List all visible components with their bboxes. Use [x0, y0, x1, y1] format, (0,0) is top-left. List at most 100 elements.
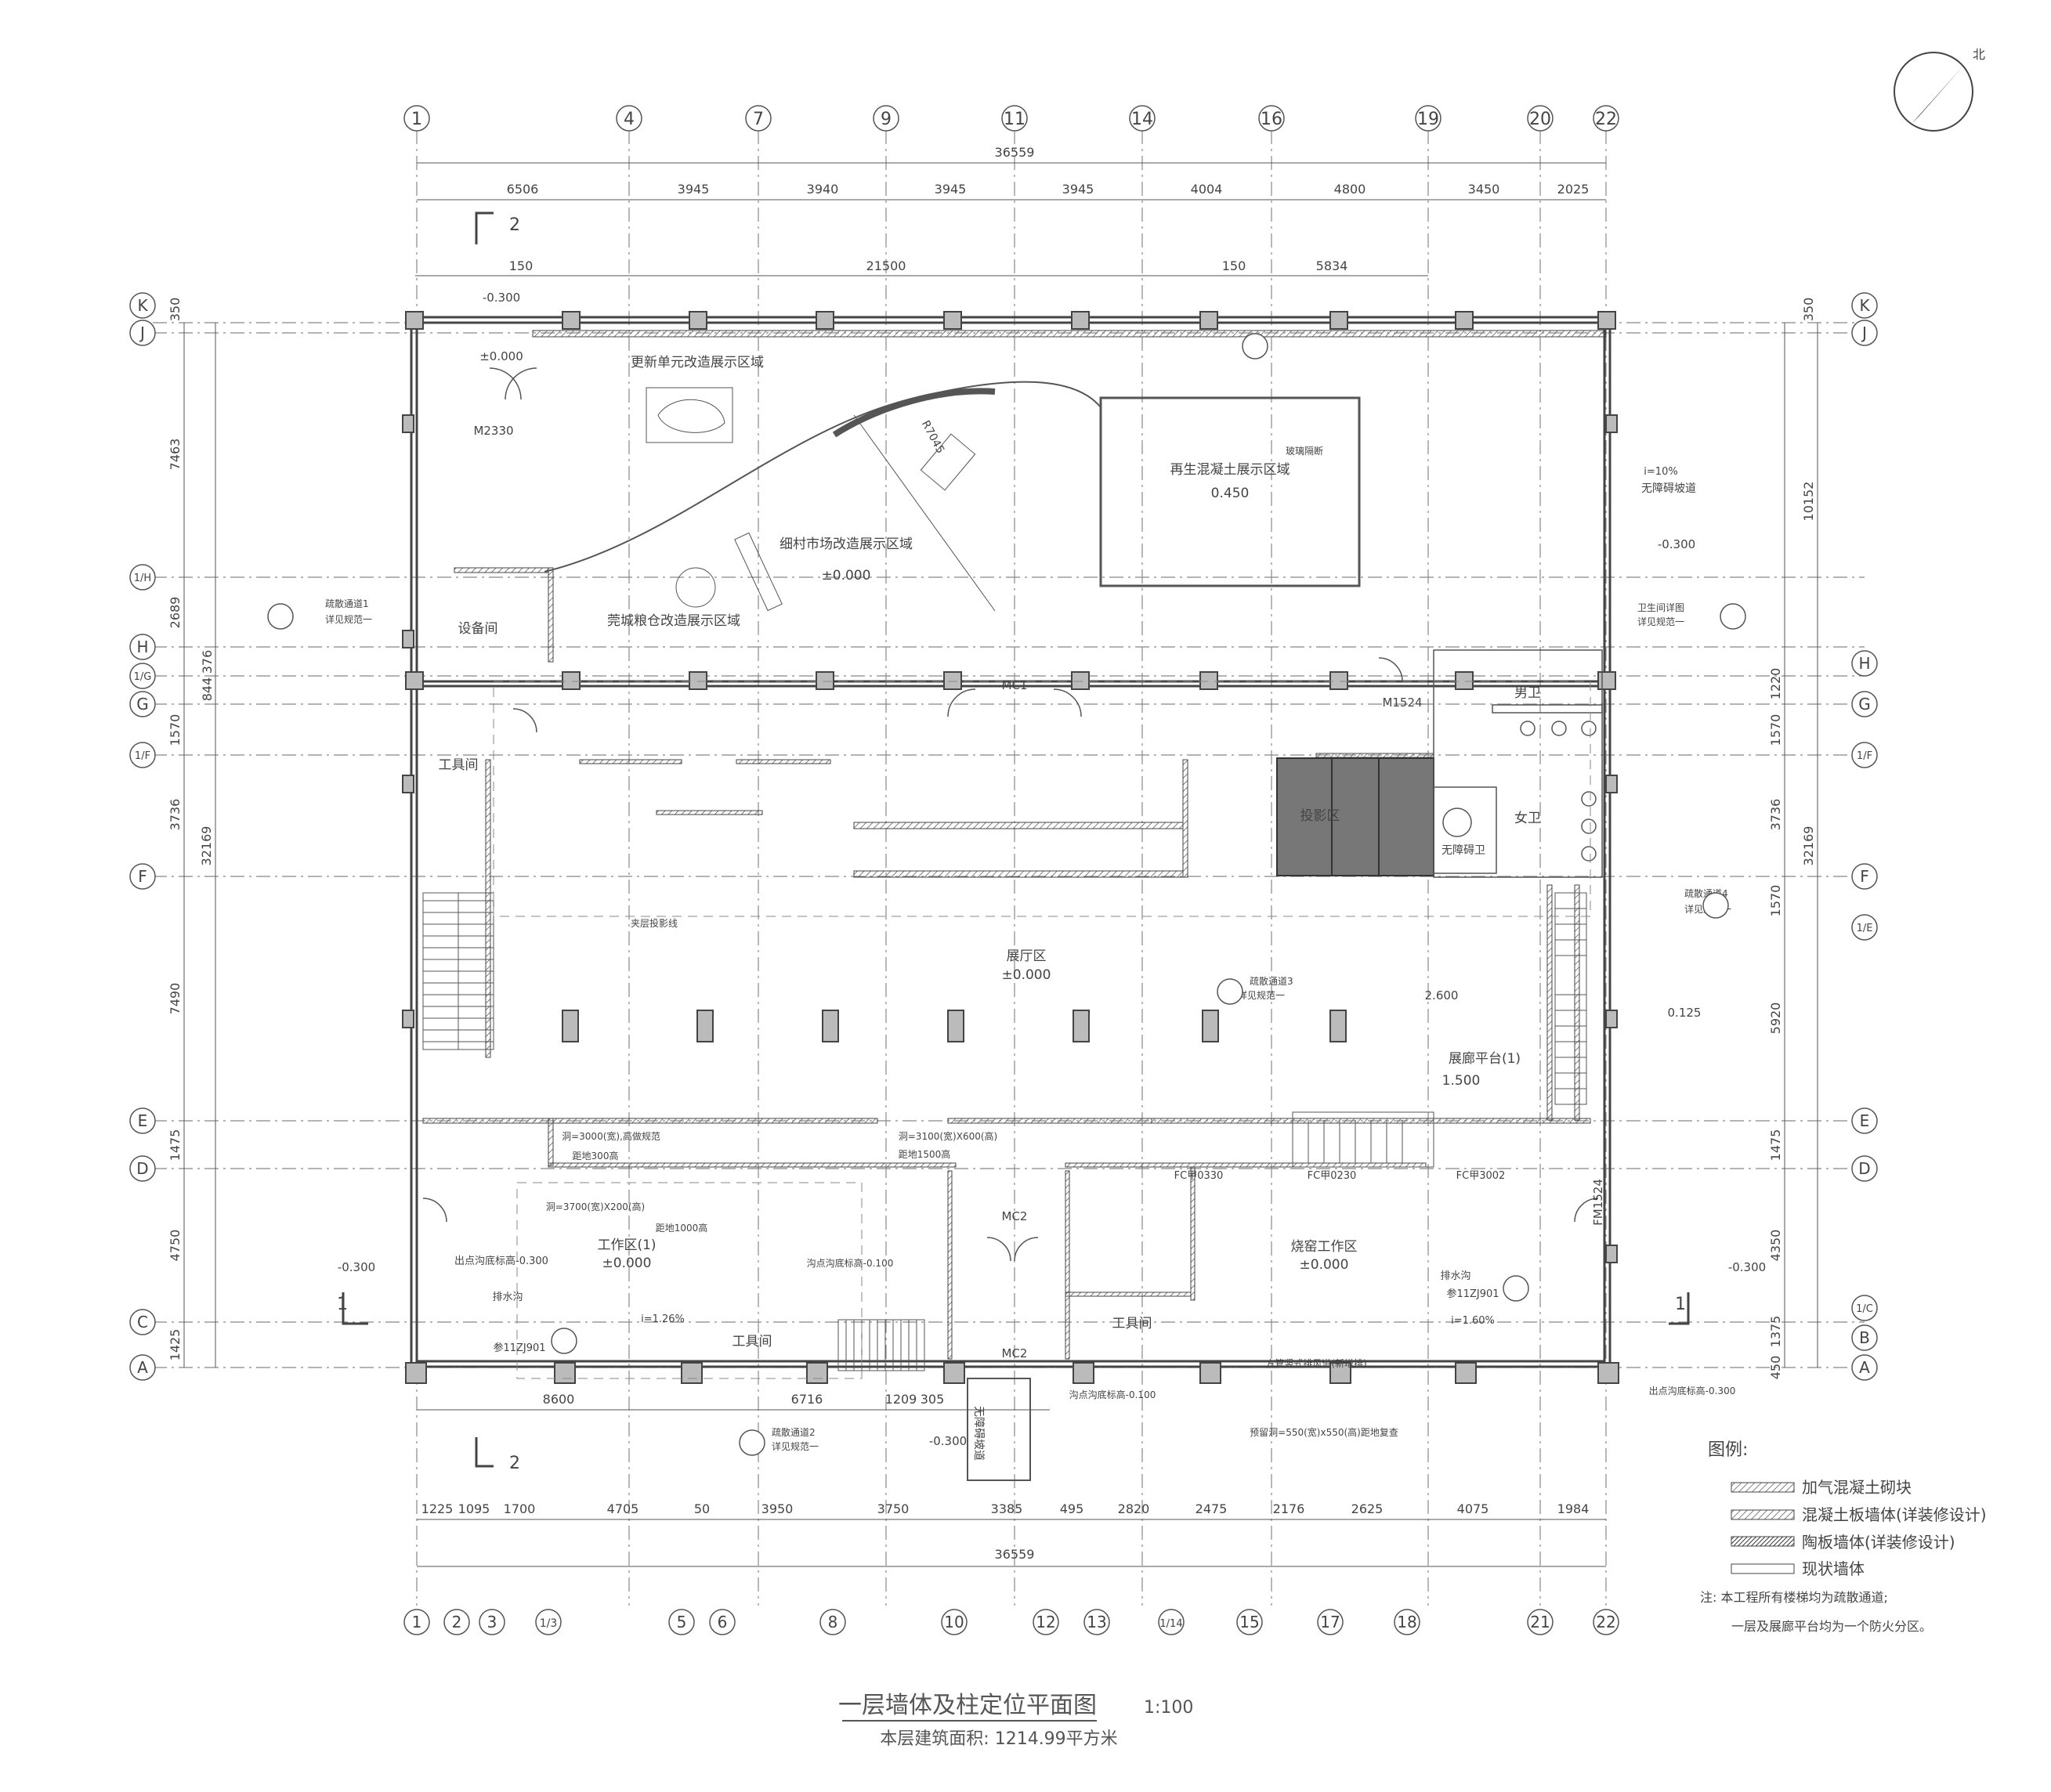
- grid-bubble: 13: [1083, 1609, 1110, 1635]
- elevation-mark: -0.300: [483, 291, 520, 305]
- svg-text:图例:: 图例:: [1708, 1440, 1748, 1460]
- svg-text:7: 7: [753, 110, 764, 129]
- svg-text:D: D: [1858, 1159, 1870, 1178]
- callout-text: 疏散通道3: [1250, 975, 1293, 987]
- elevation-mark: ±0.000: [479, 349, 523, 363]
- svg-text:1/F: 1/F: [135, 750, 150, 762]
- svg-text:50: 50: [694, 1501, 710, 1516]
- section-mark: 2: [509, 215, 520, 235]
- svg-text:A: A: [137, 1358, 148, 1377]
- svg-text:2176: 2176: [1273, 1501, 1305, 1516]
- svg-text:3945: 3945: [1062, 182, 1094, 197]
- room-label: 男卫: [1514, 685, 1541, 701]
- svg-text:3736: 3736: [1768, 799, 1783, 831]
- callout-text: 详见规范一: [772, 1440, 819, 1452]
- room-label: 更新单元改造展示区域: [631, 355, 764, 370]
- svg-text:J: J: [1861, 323, 1867, 342]
- toilet-block: [1433, 649, 1603, 878]
- svg-text:3945: 3945: [935, 182, 967, 197]
- detail-ref: 参11ZJ901: [493, 1342, 545, 1354]
- projection-area: [1276, 757, 1434, 876]
- svg-text:1220: 1220: [1768, 668, 1783, 700]
- svg-text:C: C: [137, 1313, 148, 1331]
- svg-text:5: 5: [677, 1613, 687, 1631]
- svg-text:1/3: 1/3: [540, 1617, 558, 1630]
- svg-text:376: 376: [200, 650, 215, 674]
- svg-text:150: 150: [509, 258, 534, 273]
- svg-text:6716: 6716: [791, 1392, 823, 1407]
- room-elevation: 1.500: [1442, 1073, 1481, 1089]
- svg-text:1375: 1375: [1768, 1316, 1783, 1348]
- room-elevation: ±0.000: [1300, 1257, 1349, 1273]
- svg-text:3950: 3950: [761, 1501, 794, 1516]
- svg-text:1: 1: [411, 110, 422, 129]
- svg-text:2: 2: [452, 1613, 462, 1631]
- svg-text:150: 150: [1222, 258, 1246, 273]
- grid-bubble: 1/14: [1158, 1609, 1185, 1635]
- level-note: 沟点沟底标高-0.100: [807, 1257, 894, 1269]
- hole-note: 预留洞=550(宽)x550(高)距地复查: [1250, 1426, 1398, 1438]
- grid-bubble: 21: [1527, 1609, 1554, 1635]
- room-label: 工具间: [439, 757, 479, 773]
- svg-text:1570: 1570: [1768, 714, 1783, 746]
- svg-text:14: 14: [1131, 110, 1153, 129]
- grid-bubble: 1/C: [1851, 1295, 1878, 1321]
- svg-text:12: 12: [1036, 1613, 1055, 1631]
- svg-text:注: 本工程所有楼梯均为疏散通道;: 注: 本工程所有楼梯均为疏散通道;: [1700, 1590, 1888, 1605]
- svg-text:305: 305: [921, 1392, 945, 1407]
- door-tag: MC2: [1002, 1346, 1028, 1360]
- svg-text:350: 350: [168, 298, 183, 322]
- svg-text:2475: 2475: [1196, 1501, 1228, 1516]
- svg-text:3750: 3750: [877, 1501, 910, 1516]
- floor-area: 本层建筑面积: 1214.99平方米: [880, 1729, 1117, 1749]
- svg-text:1: 1: [412, 1613, 422, 1631]
- svg-text:4800: 4800: [1334, 182, 1366, 197]
- grid-bubble: 22: [1593, 1609, 1619, 1635]
- dimension-text: 36559 6506 3945 3940 3945 3945 4004 4800…: [168, 145, 1816, 1562]
- grid-bubble: D: [129, 1155, 156, 1182]
- room-label: 展廊平台(1): [1449, 1051, 1521, 1067]
- grid-bubble: 7: [745, 105, 772, 132]
- grid-bubble: 17: [1317, 1609, 1344, 1635]
- elevation-mark: -0.300: [338, 1260, 375, 1274]
- grid-bubble: 1: [403, 1609, 430, 1635]
- window-tag: FC甲0230: [1308, 1170, 1357, 1182]
- svg-text:4004: 4004: [1191, 182, 1223, 197]
- grid-bubble: 18: [1394, 1609, 1420, 1635]
- svg-text:10152: 10152: [1801, 482, 1816, 522]
- grid-bubble: 1/F: [129, 742, 156, 768]
- door-tag: M2330: [473, 424, 513, 438]
- svg-text:F: F: [138, 867, 147, 886]
- grid-bubble: 15: [1236, 1609, 1263, 1635]
- curved-wall: [544, 381, 1101, 573]
- detail-ref: 参11ZJ901: [1446, 1288, 1499, 1300]
- svg-text:3450: 3450: [1468, 182, 1500, 197]
- grid-bubble: K: [129, 292, 156, 319]
- room-label: 展厅区: [1007, 948, 1047, 964]
- grid-bubble: 1/H: [129, 564, 156, 591]
- hole-note: 距地1000高: [656, 1222, 708, 1234]
- callout-text: 详见规范一: [325, 613, 372, 625]
- svg-text:7463: 7463: [168, 439, 183, 471]
- svg-text:D: D: [136, 1159, 148, 1178]
- drawing-title: 一层墙体及柱定位平面图 1:100 本层建筑面积: 1214.99平方米: [838, 1692, 1193, 1749]
- stair-platform: [1292, 1111, 1434, 1168]
- grid-bubble: 4: [616, 105, 642, 132]
- svg-text:1/C: 1/C: [1856, 1303, 1873, 1315]
- svg-text:450: 450: [1768, 1356, 1783, 1380]
- svg-text:32169: 32169: [1801, 826, 1816, 866]
- svg-text:18: 18: [1397, 1613, 1416, 1631]
- north-label: 北: [1973, 47, 1985, 62]
- grid-bubbles-left: K J 1/H H 1/G G 1/F F E D C A: [129, 292, 156, 1381]
- svg-text:1475: 1475: [168, 1129, 183, 1162]
- svg-text:1/F: 1/F: [1857, 750, 1872, 762]
- svg-text:4705: 4705: [607, 1501, 639, 1516]
- svg-text:36559: 36559: [995, 145, 1035, 160]
- interior-walls: [422, 330, 1607, 1360]
- window-tag: FC甲0330: [1174, 1170, 1224, 1182]
- annotation-labels: M2330 MC1 MC2 MC2 M1524 FM1524 -0.300 -0…: [325, 215, 1766, 1473]
- elevation-mark: -0.300: [929, 1434, 967, 1448]
- grid-bubble: G: [129, 691, 156, 717]
- hole-note: 洞=3100(宽)X600(高): [899, 1130, 997, 1142]
